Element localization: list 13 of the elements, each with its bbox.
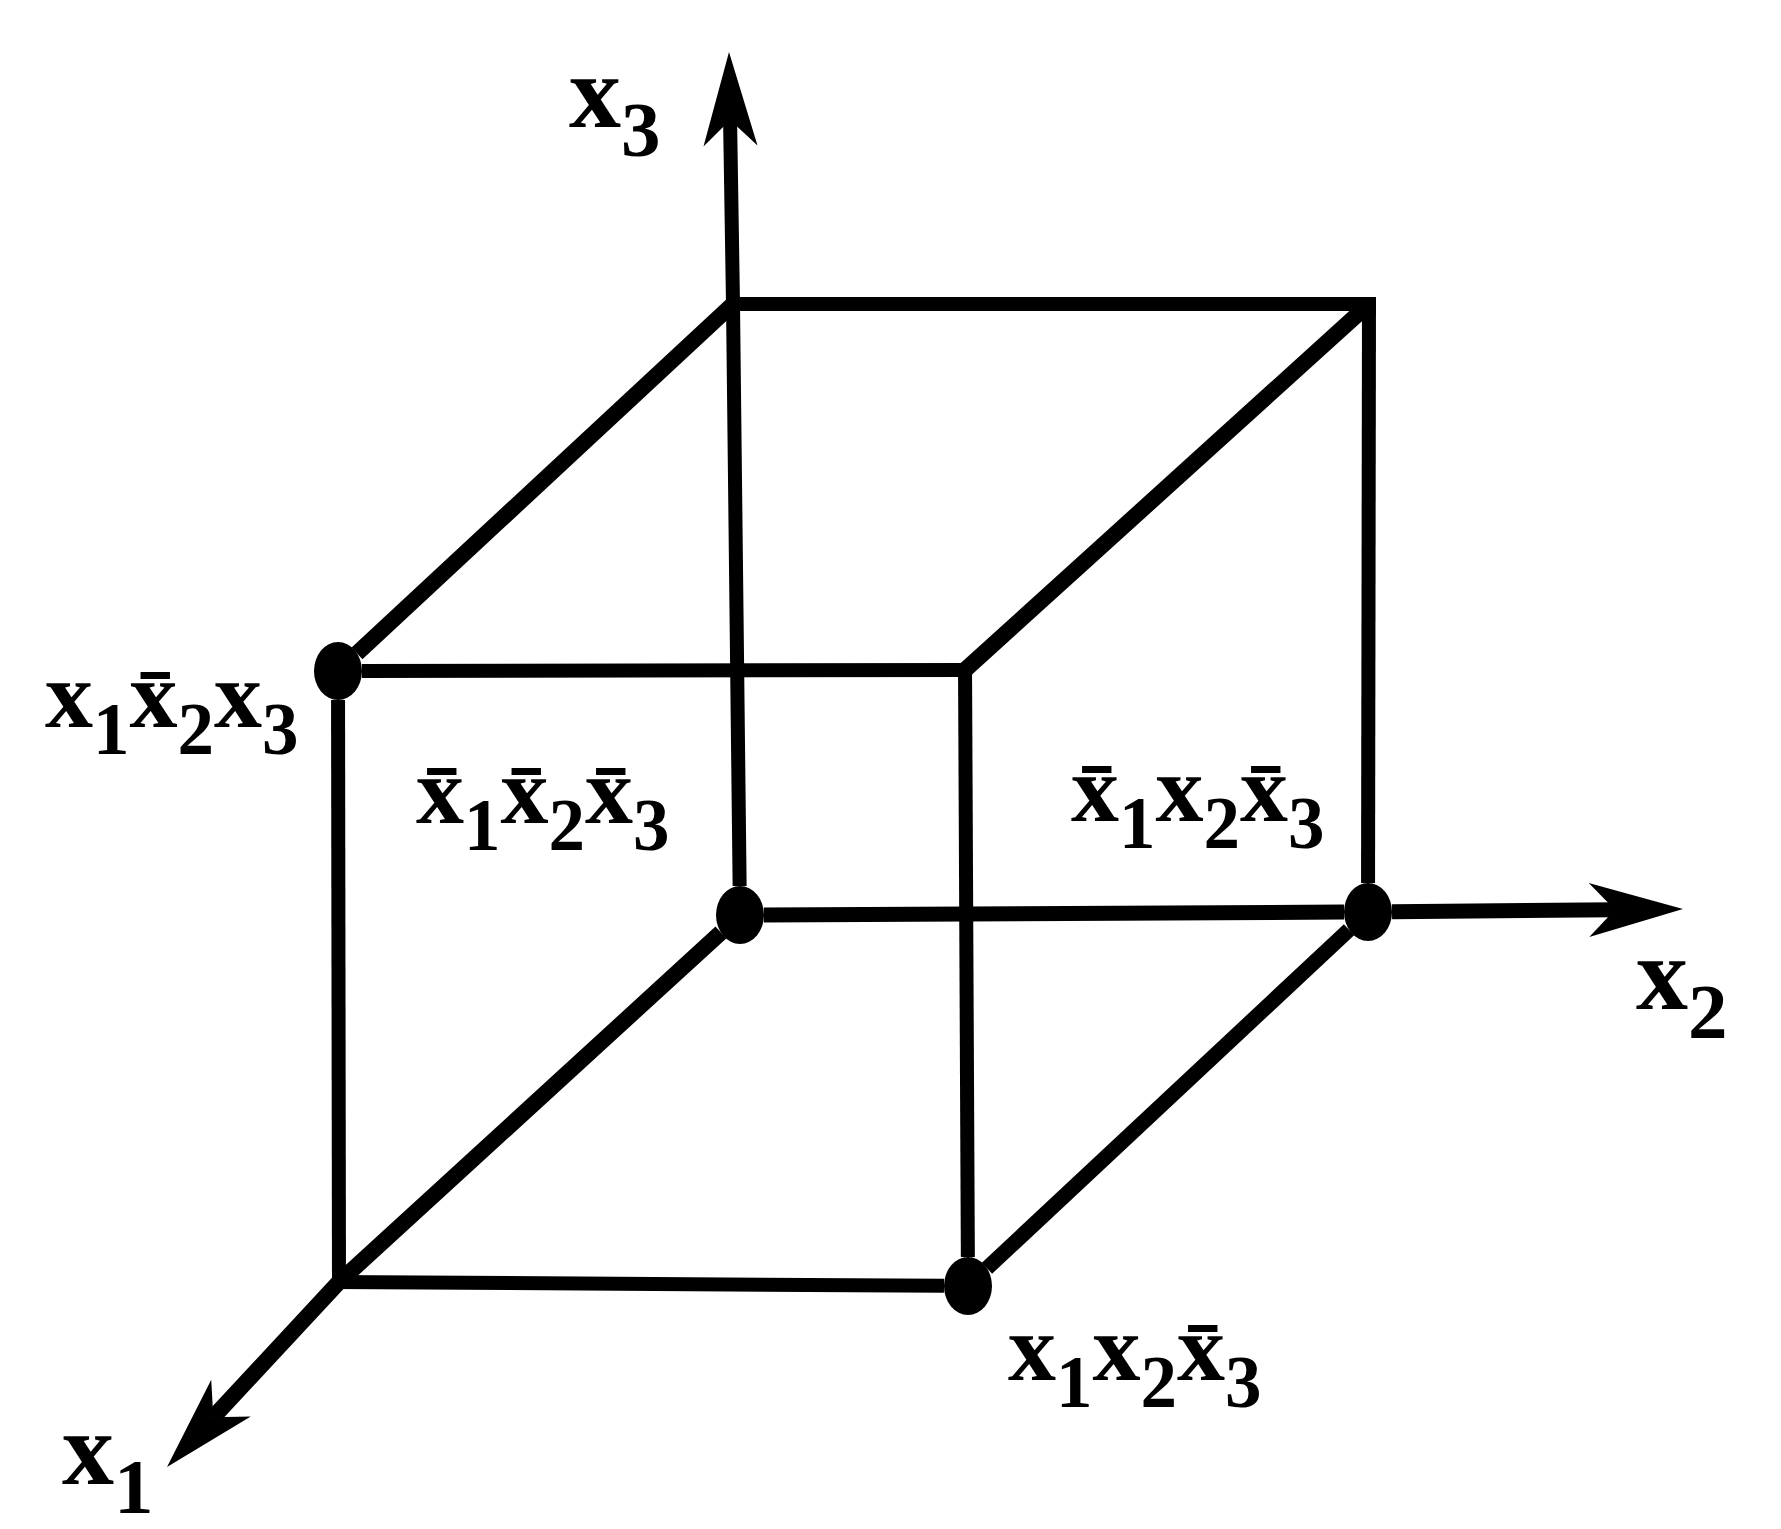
vertex-dot [1344, 883, 1392, 941]
axis-label: x$_{2}$ [1636, 918, 1729, 1052]
vertex-dot [314, 642, 362, 700]
vertex-dot [716, 886, 764, 944]
vertex-dot [944, 1257, 992, 1315]
vertex-label: x$_{1}$x$_{2}$x̄$_{3}$ [1008, 1296, 1263, 1419]
vertex-label: x̄$_{1}$x̄$_{2}$x̄$_{3}$ [416, 739, 671, 862]
vertex-label: x̄$_{1}$x$_{2}$x̄$_{3}$ [1071, 737, 1326, 860]
axis-label: x$_{3}$ [569, 36, 662, 170]
cube-edge [981, 924, 1355, 1274]
cube-edge [763, 904, 1345, 923]
vertex-label: x$_{1}$x̄$_{2}$x$_{3}$ [45, 643, 300, 766]
axis-label: x$_{1}$ [62, 1393, 155, 1527]
